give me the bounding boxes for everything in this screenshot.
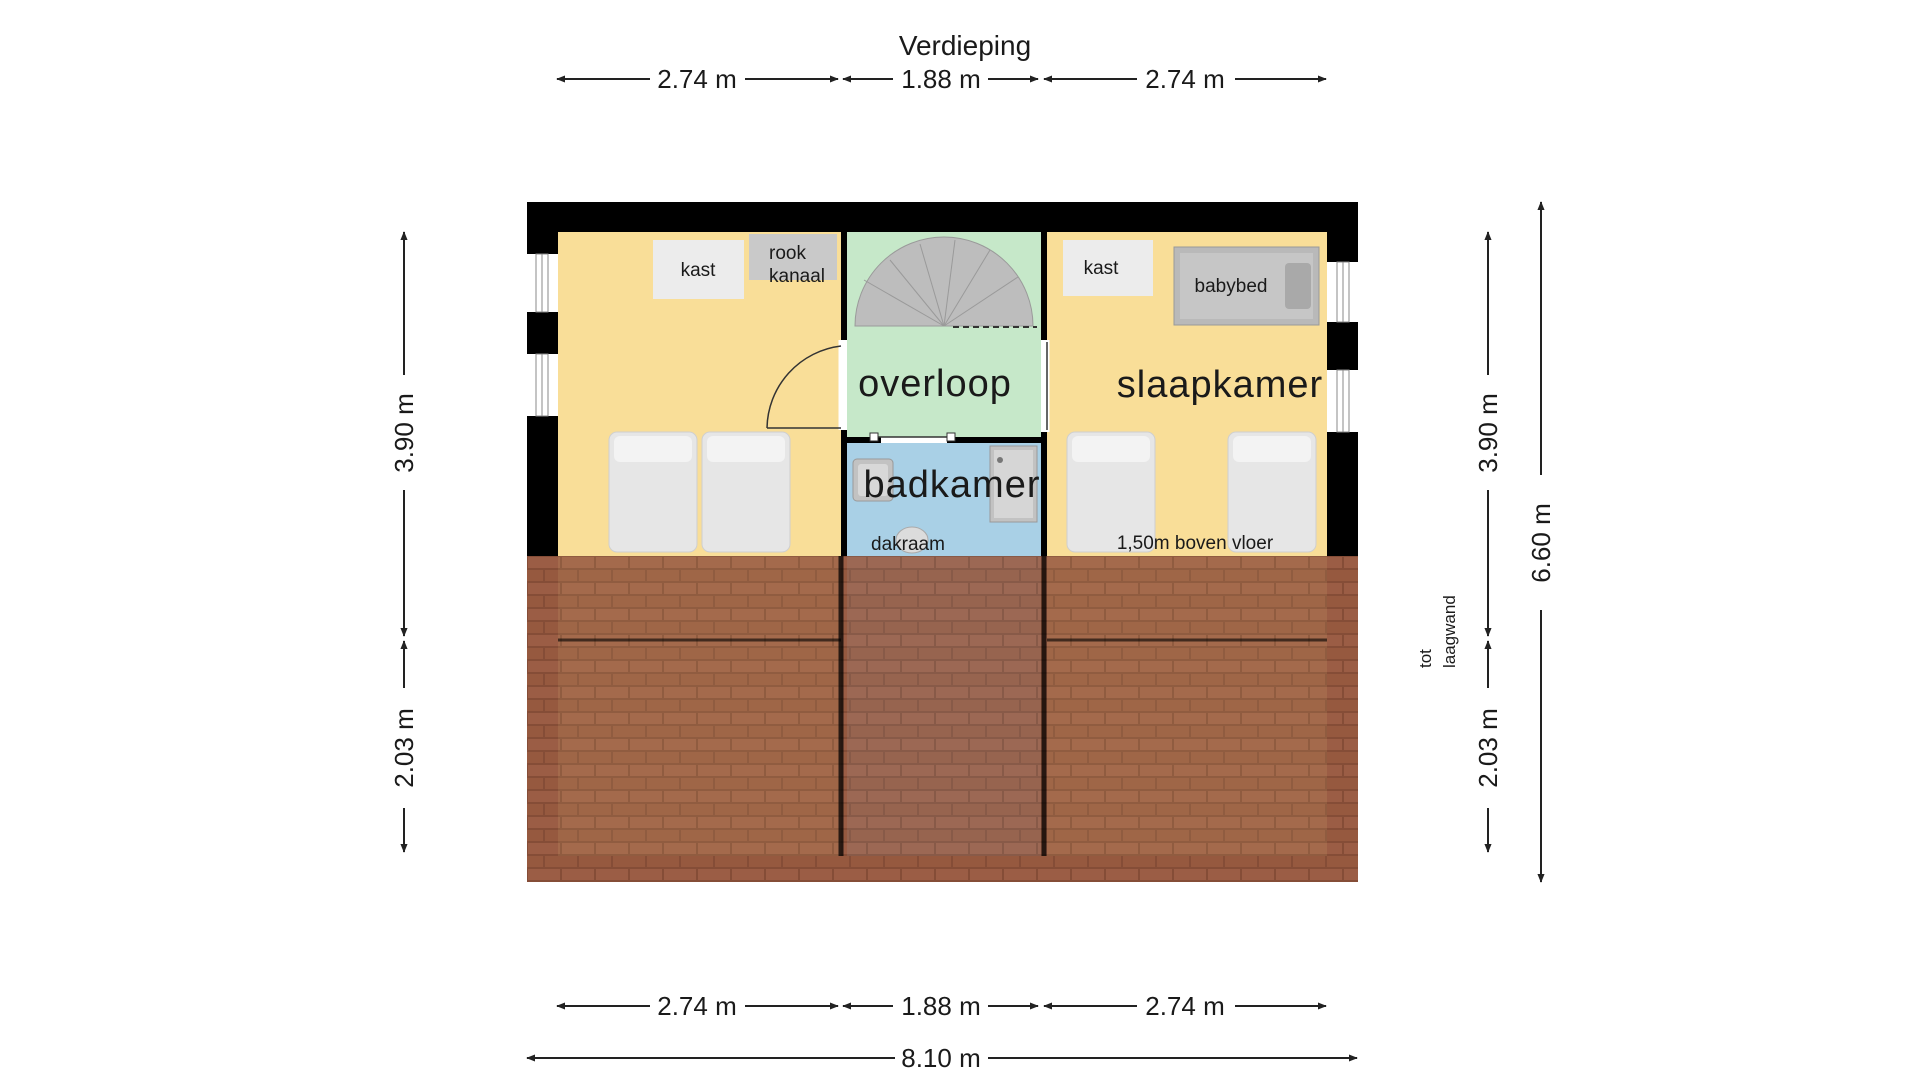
left-dimensions: 3.90 m 2.03 m [389,231,419,853]
room-badkamer: badkamer [864,464,1041,506]
right-dimensions: 3.90 m 2.03 m 6.60 m tot laagwand [1416,201,1556,883]
bottom-dimensions: 2.74 m 1.88 m 2.74 m 8.10 m [526,991,1358,1073]
windows [535,253,1350,433]
room-overloop: overloop [858,363,1012,405]
babybed-label: babybed [1195,276,1268,297]
dim-left-lower: 2.03 m [389,708,419,788]
dim-bottom-right: 2.74 m [1145,991,1225,1021]
door-left-bedroom [766,340,844,430]
rookkanaal-label-1: rook [769,243,806,264]
bathroom-fixtures [852,445,1038,554]
dim-total-width: 8.10 m [901,1043,981,1073]
rookkanaal [749,234,837,280]
dim-top-mid: 1.88 m [901,64,981,94]
tot-label: tot [1416,649,1435,668]
babybed [1173,246,1320,326]
walls [527,202,1358,556]
dakraam-label: dakraam [871,534,945,555]
dim-top-right: 2.74 m [1145,64,1225,94]
roof-room-hint-mid [847,556,1041,856]
roof-tint [527,556,1358,882]
plan-title: Verdieping [899,30,1031,61]
kast-left-label: kast [681,260,717,281]
roof-tiles [527,556,1358,882]
dim-bottom-mid: 1.88 m [901,991,981,1021]
roof-room-hint-right [1047,556,1327,856]
kast-right-label: kast [1084,258,1120,279]
rookkanaal-label-2: kanaal [769,266,825,287]
beds-right [1066,431,1317,553]
boven-vloer-label: 1,50m boven vloer [1117,533,1274,554]
room-slaapkamer: slaapkamer [1117,364,1323,406]
door-bathroom [869,432,956,442]
top-dimensions: 2.74 m 1.88 m 2.74 m [556,64,1327,94]
roof-room-hint-left [558,556,841,856]
kast-right [1063,240,1153,296]
spiral-stair [854,236,1037,328]
dim-right-lower: 2.03 m [1473,708,1503,788]
kast-left [653,240,744,299]
dim-right-upper: 3.90 m [1473,393,1503,473]
dim-left-upper: 3.90 m [389,393,419,473]
dim-total-depth: 6.60 m [1526,503,1556,583]
laagwand-label: laagwand [1440,595,1459,668]
dim-top-left: 2.74 m [657,64,737,94]
dim-bottom-left: 2.74 m [657,991,737,1021]
beds-left [608,431,791,553]
